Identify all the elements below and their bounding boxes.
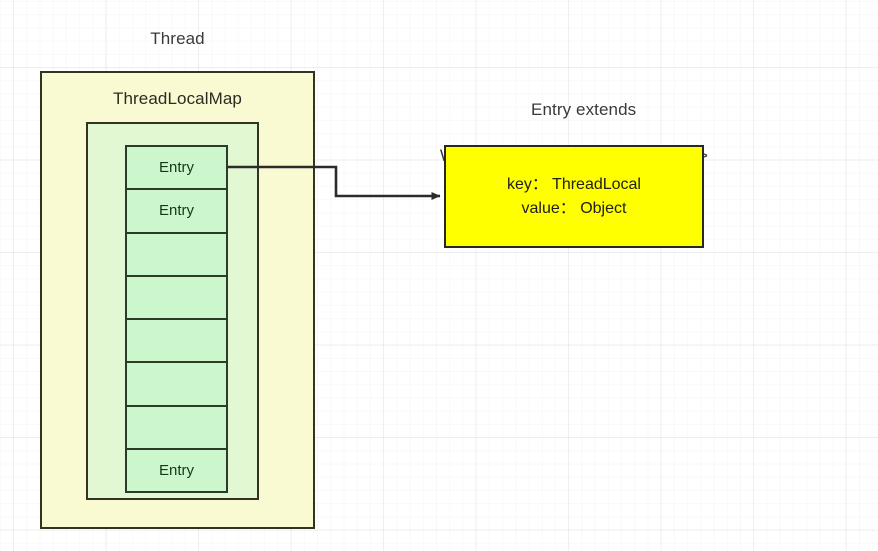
entry-cell[interactable]: Entry — [127, 449, 226, 491]
entry-cell[interactable] — [127, 233, 226, 277]
entry-value-row: value： Object — [521, 199, 627, 217]
entry-cell[interactable] — [127, 276, 226, 320]
entry-cell[interactable] — [127, 320, 226, 364]
entry-cell[interactable]: Entry — [127, 190, 226, 234]
entry-cell[interactable]: Entry — [127, 147, 226, 191]
thread-label: Thread — [150, 29, 205, 48]
entry-table: Entry Entry Entry — [125, 145, 228, 493]
threadlocalmap-label: ThreadLocalMap — [113, 89, 242, 108]
entry-cell[interactable] — [127, 406, 226, 450]
entry-object-title-line1: Entry extends — [531, 100, 637, 119]
entry-object-box[interactable]: key： ThreadLocal value： Object — [444, 145, 704, 248]
entry-key-row: key： ThreadLocal — [506, 175, 641, 193]
entry-cell[interactable] — [127, 363, 226, 407]
